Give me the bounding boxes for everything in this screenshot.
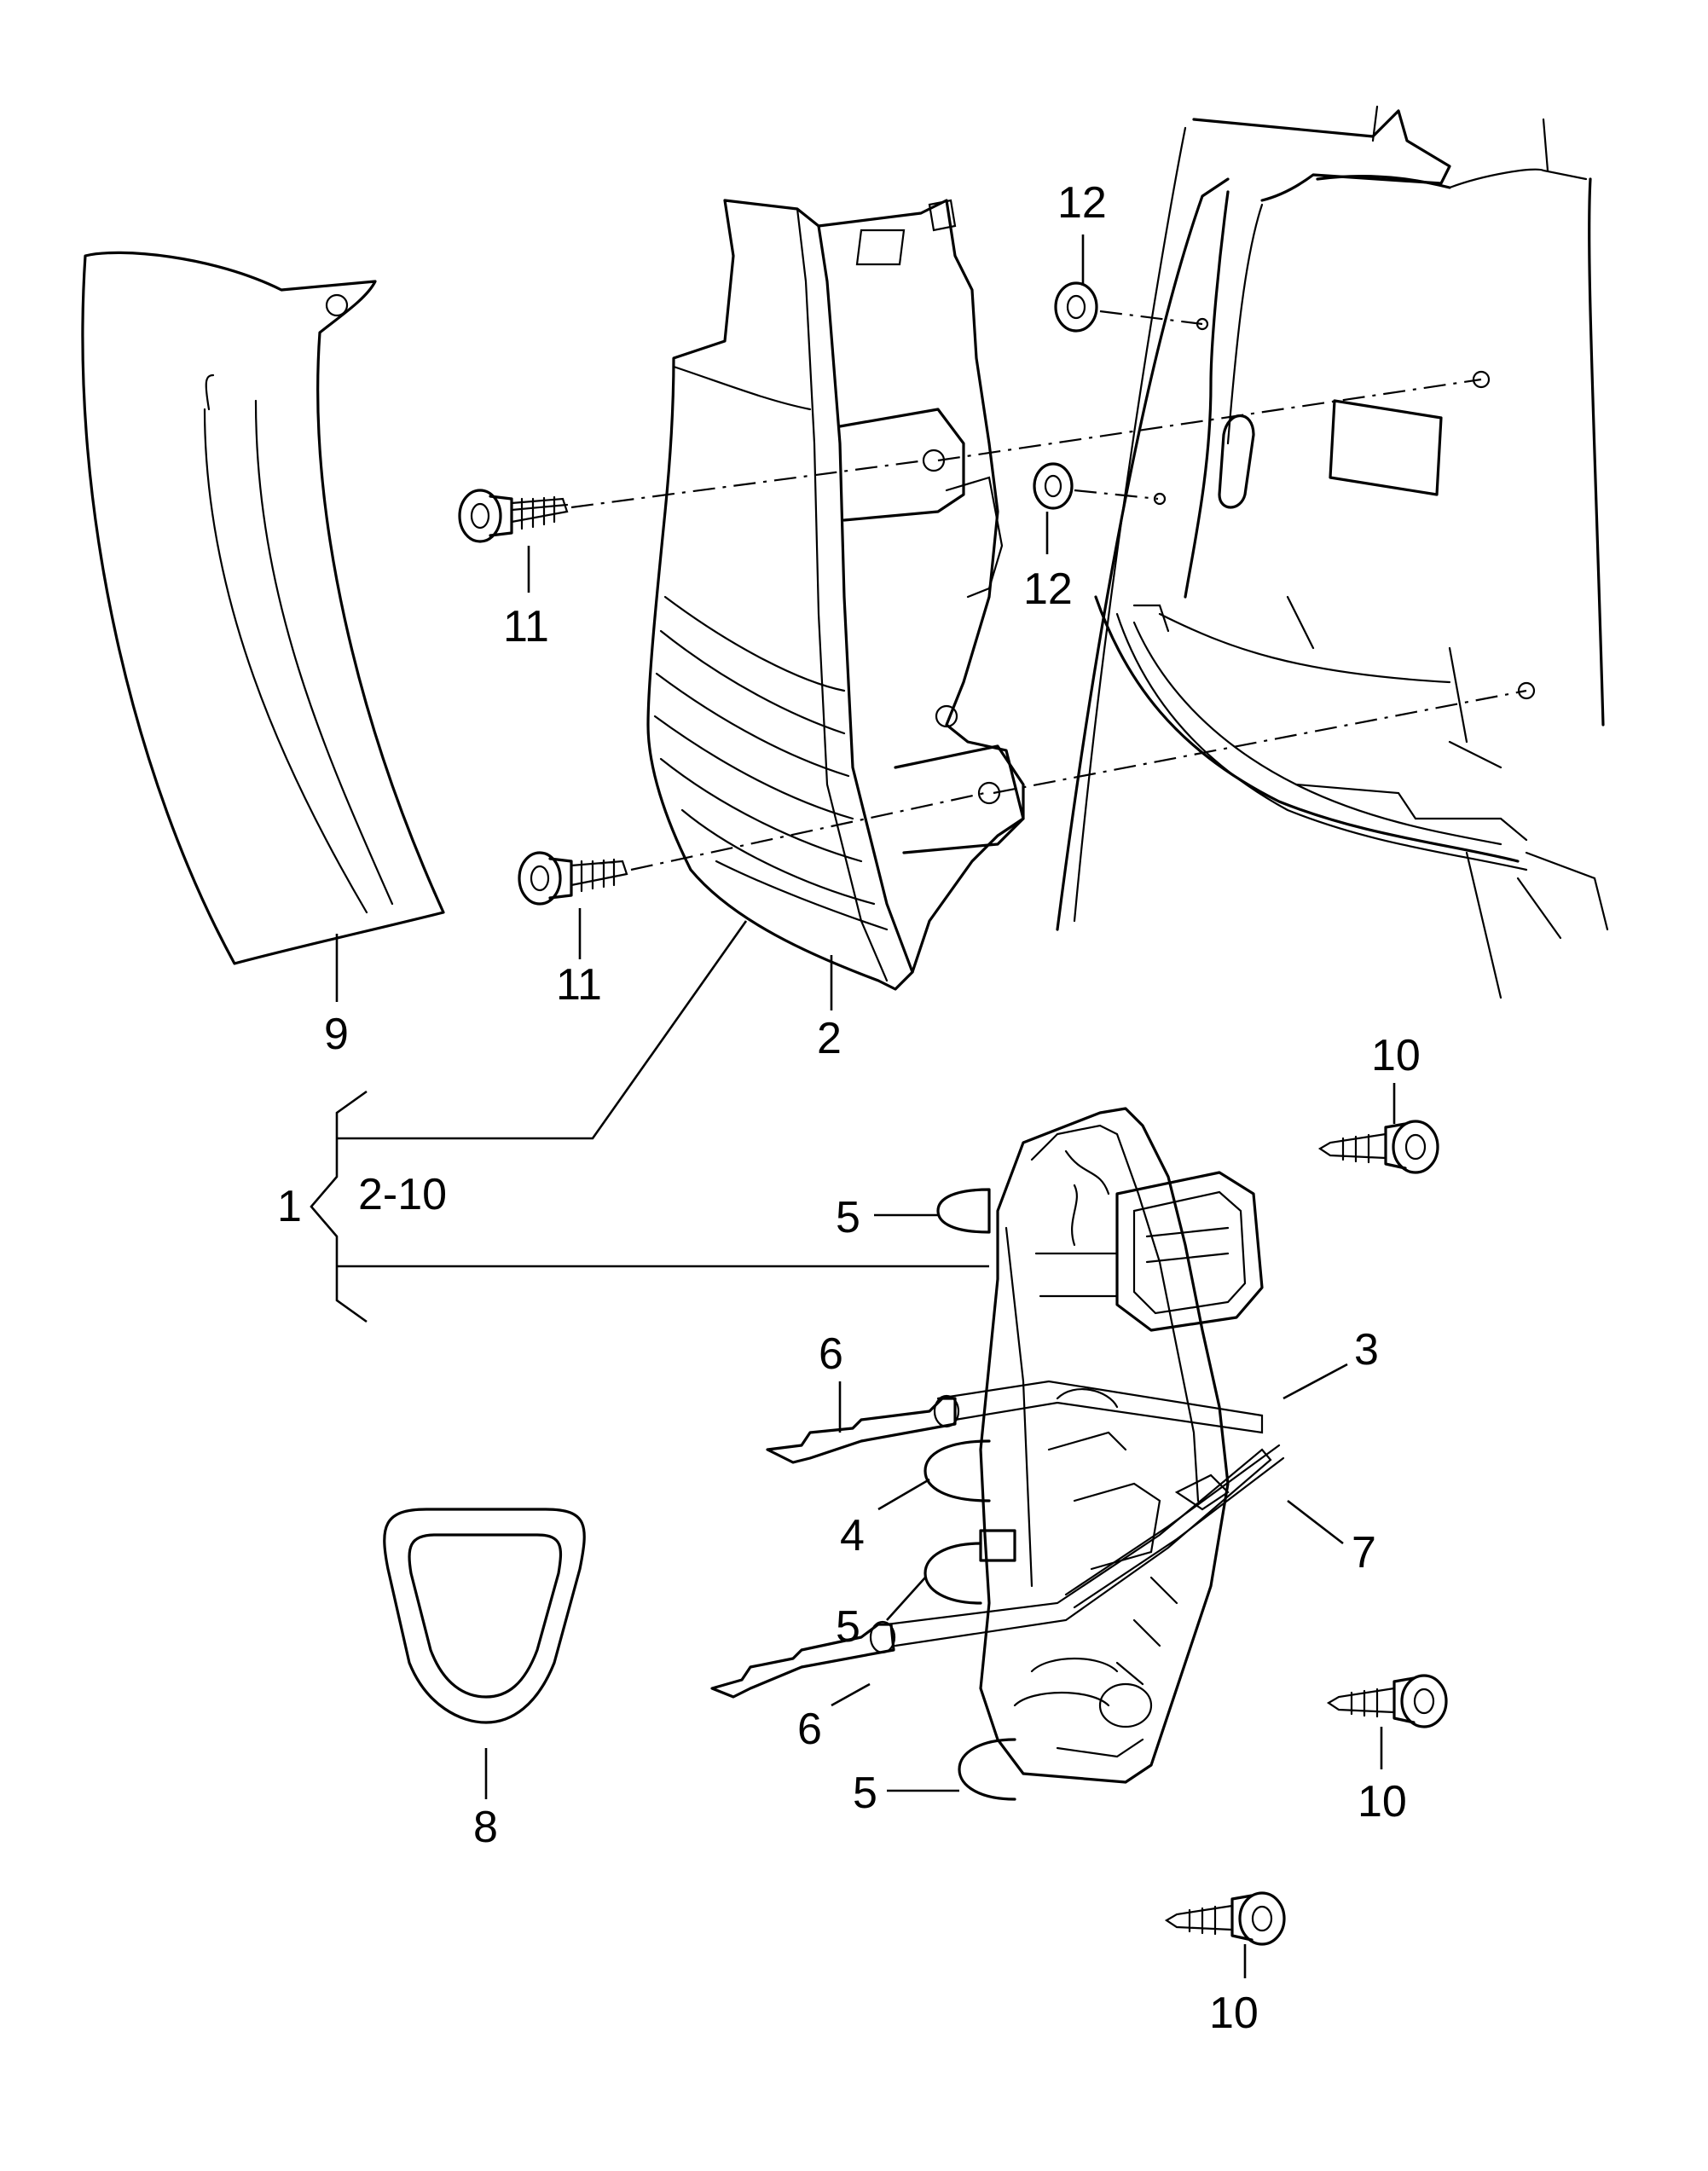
part-5-bulb-middle[interactable] — [923, 1529, 1016, 1605]
part-5-bulb-upper[interactable] — [936, 1188, 991, 1234]
callout-11-upper: 11 — [503, 602, 549, 651]
callout-7: 7 — [1352, 1528, 1376, 1578]
vehicle-body-panel — [1056, 105, 1609, 999]
part-8-gasket[interactable] — [383, 1508, 586, 1724]
part-12-grommet-upper[interactable] — [1054, 281, 1203, 333]
callout-8: 8 — [473, 1803, 498, 1852]
callout-1-range: 2-10 — [358, 1170, 447, 1219]
part-12-grommet-lower[interactable] — [1033, 462, 1159, 510]
callout-5-middle: 5 — [836, 1602, 860, 1652]
callout-11-lower: 11 — [556, 960, 602, 1010]
part-1-assembly-bracket — [310, 920, 989, 1323]
part-10-screw-middle[interactable] — [1326, 1674, 1448, 1728]
callout-6-lower: 6 — [797, 1705, 822, 1754]
callout-12-upper: 12 — [1057, 178, 1107, 228]
callout-6-upper: 6 — [819, 1329, 843, 1379]
part-10-screw-bottom[interactable] — [1164, 1891, 1286, 1946]
part-11-bolt-lower[interactable] — [518, 689, 1527, 906]
callout-3: 3 — [1354, 1325, 1379, 1375]
callout-1: 1 — [277, 1182, 302, 1231]
callout-12-lower: 12 — [1023, 564, 1073, 614]
callout-10-middle: 10 — [1358, 1777, 1407, 1827]
callout-labels: 12 12 11 11 9 2 10 1 2-10 5 6 3 4 7 5 6 … — [277, 178, 1421, 2038]
part-5-bulb-lower[interactable] — [958, 1738, 1016, 1801]
callout-5-upper: 5 — [836, 1193, 860, 1242]
callout-10-bottom: 10 — [1209, 1989, 1259, 2038]
callout-9: 9 — [324, 1010, 349, 1059]
part-10-screw-top[interactable] — [1317, 1120, 1439, 1174]
part-7-wire-harness[interactable] — [1064, 1444, 1285, 1609]
leader-lines — [335, 234, 1396, 1978]
part-3-bulb-carrier[interactable] — [979, 1107, 1264, 1784]
mount-line-upper — [937, 378, 1482, 462]
callout-10-top: 10 — [1371, 1031, 1421, 1080]
callout-2: 2 — [817, 1014, 842, 1063]
part-11-bolt-upper[interactable] — [458, 459, 926, 543]
part-9-trim-strip[interactable] — [81, 251, 445, 965]
part-6-connector-upper[interactable] — [766, 1380, 1264, 1464]
part-2-tail-light-housing[interactable] — [646, 199, 1025, 991]
part-4-bulb[interactable] — [923, 1439, 991, 1502]
callout-5-lower: 5 — [853, 1769, 877, 1818]
callout-4: 4 — [840, 1511, 865, 1560]
